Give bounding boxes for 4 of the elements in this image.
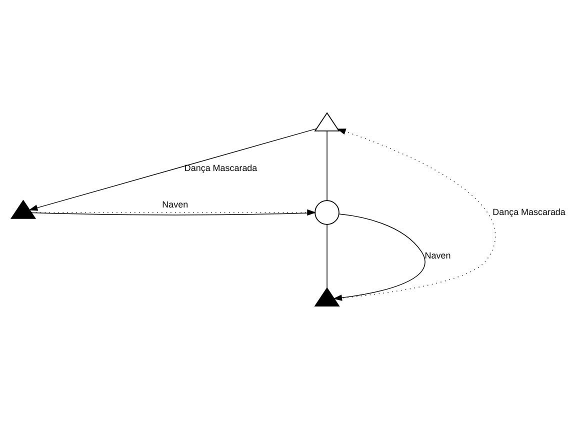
edge-label: Naven xyxy=(424,250,451,261)
edge-label: Naven xyxy=(162,200,188,210)
edge-label: Dança Mascarada xyxy=(184,163,258,174)
edge-label: Dança Mascarada xyxy=(492,206,566,217)
